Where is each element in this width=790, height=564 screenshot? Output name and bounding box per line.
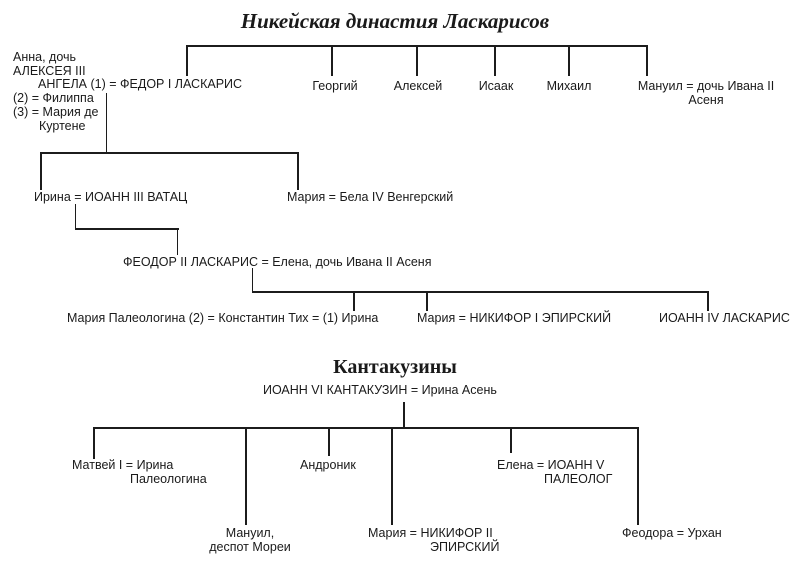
tree-connector [416, 45, 418, 76]
person-isaak: Исаак [478, 79, 514, 93]
person-fedor1-marriage: АНГЕЛА (1) = ФЕДОР I ЛАСКАРИС [38, 77, 243, 92]
tree-connector [403, 402, 405, 428]
person-maria-bela4: Мария = Бела IV Венгерский [287, 190, 454, 204]
person-ioann6-irina-asen: ИОАНН VI КАНТАКУЗИН = Ирина Асень [263, 383, 497, 397]
person-irina-ioann3: Ирина = ИОАНН III ВАТАЦ [34, 190, 188, 204]
person-manuil-block: Мануил = дочь Ивана II Асеня [635, 79, 777, 107]
tree-connector [707, 291, 709, 311]
tree-connector [637, 427, 639, 525]
tree-connector [353, 291, 355, 311]
person-andronik: Андроник [300, 458, 356, 472]
person-feodora-urhan: Феодора = Урхан [622, 526, 722, 540]
person-feodor2-elena: ФЕОДОР II ЛАСКАРИС = Елена, дочь Ивана I… [123, 255, 432, 269]
person-manuil-line2: Асеня [688, 92, 724, 107]
tree-connector [40, 152, 42, 190]
tree-connector [186, 45, 188, 76]
kantakouzenos-title: Кантакузины [333, 356, 457, 378]
person-manuil-morea-line1: Мануил, [225, 526, 275, 540]
person-matvey1-line1: Матвей I = Ирина [72, 458, 174, 472]
person-filippa-marriage: (2) = Филиппа [13, 91, 94, 106]
tree-connector [75, 228, 179, 230]
person-maria-nikifor2-block: Мария = НИКИФОР II ЭПИРСКИЙ [368, 526, 500, 554]
person-maria-de-kurtene-line2: Куртене [39, 118, 86, 133]
person-ioann4-laskaris: ИОАНН IV ЛАСКАРИС [659, 311, 790, 325]
tree-connector [646, 45, 648, 76]
tree-connector [75, 204, 76, 230]
person-aleksey: Алексей [393, 79, 443, 93]
person-maria-de-kurtene-line1: (3) = Мария де [13, 104, 99, 119]
person-anna-line1: Анна, дочь [13, 50, 77, 64]
person-anna-fedor1-block: Анна, дочь АЛЕКСЕЯ III АНГЕЛА (1) = ФЕДО… [13, 50, 243, 133]
person-maria-paleologina-konstantin: Мария Палеологина (2) = Константин Тих =… [67, 311, 379, 325]
tree-connector [252, 291, 709, 293]
tree-connector [93, 427, 639, 429]
person-manuil-morea-line2: деспот Мореи [209, 539, 291, 554]
person-maria-nikifor2-line2: ЭПИРСКИЙ [430, 539, 500, 554]
tree-connector [106, 93, 107, 153]
person-matvey1-line2: Палеологина [130, 471, 207, 486]
tree-connector [568, 45, 570, 76]
person-mikhail: Михаил [546, 79, 592, 93]
tree-connector [297, 152, 299, 190]
person-maria-nikifor2-line1: Мария = НИКИФОР II [368, 526, 493, 540]
tree-connector [328, 427, 330, 456]
tree-connector [331, 45, 333, 76]
tree-connector [93, 427, 95, 459]
person-elena-line1: Елена = ИОАНН V [497, 458, 605, 472]
tree-connector [426, 291, 428, 311]
person-matvey1-block: Матвей I = Ирина Палеологина [72, 458, 207, 486]
tree-connector [391, 427, 393, 525]
tree-connector [510, 427, 512, 453]
person-elena-line2: ПАЛЕОЛОГ [544, 471, 613, 486]
tree-connector [252, 268, 253, 292]
person-manuil-line1: Мануил = дочь Ивана II [637, 79, 775, 93]
person-maria-nikifor1: Мария = НИКИФОР I ЭПИРСКИЙ [417, 311, 612, 325]
tree-connector [245, 427, 247, 525]
person-elena-ioann5-block: Елена = ИОАНН V ПАЛЕОЛОГ [497, 458, 613, 486]
tree-connector [494, 45, 496, 76]
person-anna-line2: АЛЕКСЕЯ III [13, 63, 86, 78]
nikea-dynasty-title: Никейская династия Ласкарисов [240, 9, 550, 33]
tree-connector [40, 152, 299, 154]
person-georgiy: Георгий [312, 79, 358, 93]
tree-connector [177, 228, 178, 255]
person-manuil-morea-block: Мануил, деспот Мореи [204, 526, 296, 554]
